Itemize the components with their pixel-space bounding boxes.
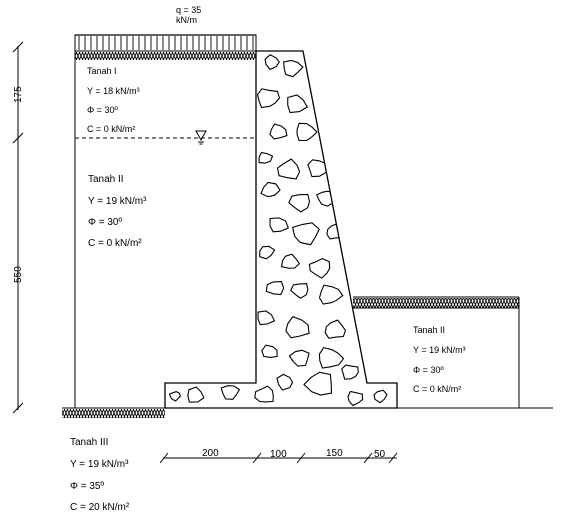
foundation-ground <box>62 407 553 418</box>
tanah-1-name: Tanah I <box>87 66 117 76</box>
tanah-3-cohesion: C = 20 kN/m² <box>70 502 130 513</box>
dim-200: 200 <box>202 448 219 459</box>
tanah-2-front-cohesion: C = 0 kN/m² <box>413 384 461 394</box>
tanah-2-back-name: Tanah II <box>88 174 124 185</box>
backfill-surface-hatch <box>75 52 256 60</box>
tanah-1-gamma: Y = 18 kN/m³ <box>87 86 140 96</box>
tanah-2-back-phi: Φ = 30º <box>88 217 122 228</box>
dim-100: 100 <box>270 449 287 460</box>
gravity-wall <box>164 50 398 409</box>
tanah-1-phi: Φ = 30º <box>87 105 118 115</box>
surcharge-unit: kN/m <box>176 15 197 25</box>
surcharge-load <box>74 34 257 52</box>
dim-lower: 550 <box>13 266 24 283</box>
dim-50: 50 <box>374 449 386 460</box>
tanah-2-front-gamma: Y = 19 kN/m³ <box>413 345 466 355</box>
dim-upper: 175 <box>13 86 24 103</box>
tanah-3-gamma: Y = 19 kN/m³ <box>70 459 129 470</box>
front-soil <box>353 296 520 408</box>
water-table-icon <box>195 130 207 145</box>
vertical-dimension: 175 550 <box>12 41 24 414</box>
surcharge-label: q = 35 <box>176 5 201 15</box>
foundation-ground-hatch <box>62 409 165 418</box>
tanah-2-front-name: Tanah II <box>413 325 445 335</box>
masonry-stones <box>168 54 388 407</box>
tanah-2-front-labels: Tanah II Y = 19 kN/m³ Φ = 30º C = 0 kN/m… <box>413 325 466 394</box>
tanah-3-name: Tanah III <box>70 437 108 448</box>
dim-150: 150 <box>326 448 343 459</box>
tanah-2-back-labels: Tanah II Y = 19 kN/m³ Φ = 30º C = 0 kN/m… <box>88 174 147 249</box>
front-soil-hatch <box>353 298 519 308</box>
tanah-2-back-gamma: Y = 19 kN/m³ <box>88 196 147 207</box>
tanah-1-cohesion: C = 0 kN/m² <box>87 124 135 134</box>
tanah-2-back-cohesion: C = 0 kN/m² <box>88 238 142 249</box>
tanah-3-labels: Tanah III Y = 19 kN/m³ Φ = 35º C = 20 kN… <box>70 437 130 513</box>
tanah-2-front-phi: Φ = 30º <box>413 365 444 375</box>
tanah-3-phi: Φ = 35º <box>70 481 104 492</box>
tanah-1-labels: Tanah I Y = 18 kN/m³ Φ = 30º C = 0 kN/m² <box>87 66 140 134</box>
horizontal-dimension: 200 100 150 50 <box>159 448 398 464</box>
surcharge-arrows <box>78 36 254 50</box>
